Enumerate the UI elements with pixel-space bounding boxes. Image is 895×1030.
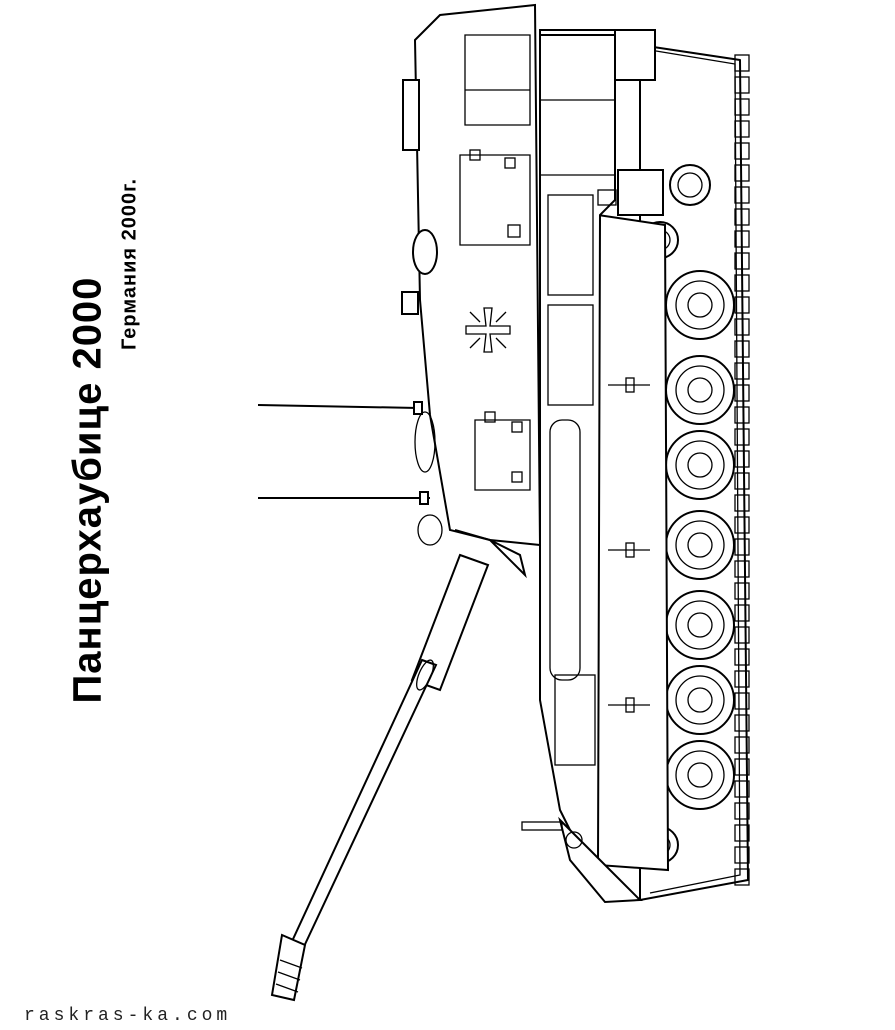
track-link — [734, 582, 750, 600]
track-link — [734, 780, 750, 798]
track-link — [734, 318, 750, 336]
track-link — [734, 76, 750, 94]
track-link — [734, 802, 750, 820]
gun-barrel — [270, 553, 490, 1002]
track-link — [734, 472, 750, 490]
return-roller — [669, 164, 711, 206]
track-link — [734, 186, 750, 204]
track-link — [734, 692, 750, 710]
track-link — [734, 846, 750, 864]
track-link — [734, 494, 750, 512]
turret — [401, 3, 542, 579]
road-wheel — [665, 510, 735, 580]
antennas — [257, 401, 430, 505]
track-link — [734, 274, 750, 292]
track-link — [734, 670, 750, 688]
track-link — [734, 538, 750, 556]
track-link — [734, 230, 750, 248]
track-link — [734, 406, 750, 424]
track-link — [734, 714, 750, 732]
track-link — [734, 384, 750, 402]
track-link — [734, 604, 750, 622]
road-wheel — [665, 665, 735, 735]
track-link — [734, 824, 750, 842]
track-link — [734, 54, 750, 72]
hull-skirt — [597, 213, 670, 872]
track-links — [734, 54, 750, 886]
track-link — [734, 98, 750, 116]
track-link — [734, 736, 750, 754]
track-link — [734, 516, 750, 534]
track-link — [734, 362, 750, 380]
track-link — [734, 142, 750, 160]
track-link — [734, 450, 750, 468]
hull-body — [539, 29, 664, 901]
track-link — [734, 208, 750, 226]
track-link — [734, 758, 750, 776]
iron-cross-emblem — [465, 307, 511, 353]
track-link — [734, 648, 750, 666]
track-link — [734, 164, 750, 182]
track-link — [734, 340, 750, 358]
track-link — [734, 428, 750, 446]
track-link — [734, 120, 750, 138]
hull-nose — [521, 816, 643, 904]
road-wheel — [665, 590, 735, 660]
track-link — [734, 868, 750, 886]
site-watermark: raskras-ka.com — [24, 1006, 232, 1026]
road-wheel — [665, 740, 735, 810]
road-wheel — [665, 355, 735, 425]
track-link — [734, 252, 750, 270]
track-link — [734, 626, 750, 644]
road-wheel — [665, 270, 735, 340]
track-link — [734, 560, 750, 578]
road-wheel — [665, 430, 735, 500]
